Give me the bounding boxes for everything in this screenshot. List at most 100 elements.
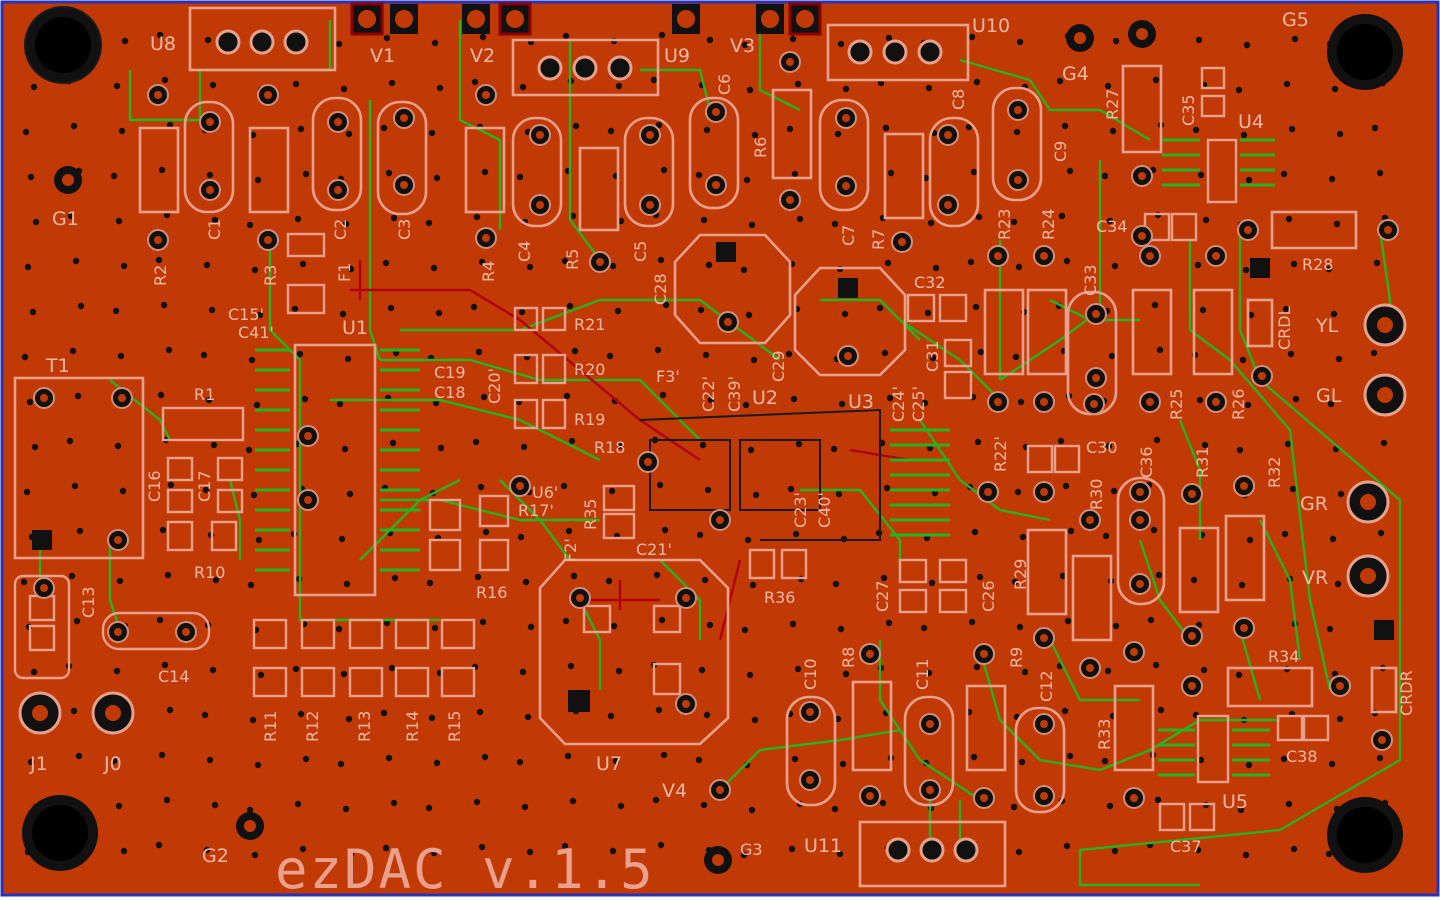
label-f3: F3' <box>656 367 680 386</box>
smd-pads <box>13 66 1330 832</box>
label-r1: R1 <box>194 385 215 404</box>
label-r12: R12 <box>303 711 322 742</box>
label-c10: C10 <box>801 658 820 690</box>
label-j1: J1 <box>29 753 48 775</box>
label-u3: U3 <box>848 391 874 413</box>
label-r30: R30 <box>1087 479 1106 510</box>
label-c16: C16 <box>145 470 164 502</box>
label-t1: T1 <box>45 355 70 377</box>
label-j0: J0 <box>103 753 122 775</box>
label-r14: R14 <box>403 711 422 742</box>
label-gl: GL <box>1316 385 1342 407</box>
label-u2: U2 <box>752 387 778 409</box>
label-c15: C15' <box>228 305 264 324</box>
label-c24: C24' <box>889 386 908 422</box>
label-c40: C40' <box>815 492 834 528</box>
label-r22: R22' <box>991 436 1010 472</box>
label-r36: R36 <box>764 588 795 607</box>
label-v4: V4 <box>662 780 687 802</box>
label-u8: U8 <box>150 33 176 55</box>
square-pads <box>32 242 1394 712</box>
label-r29: R29 <box>1011 559 1030 590</box>
ic-outlines <box>639 408 881 541</box>
connector-u10 <box>826 23 970 82</box>
label-c32: C32 <box>914 273 946 292</box>
label-r6: R6 <box>751 137 770 158</box>
capacitor-bodies <box>183 86 1166 814</box>
label-c18: C18 <box>434 383 466 402</box>
label-c17: C17 <box>195 470 214 502</box>
test-points <box>18 20 1407 874</box>
label-g5: G5 <box>1282 9 1309 31</box>
label-r35: R35 <box>581 499 600 530</box>
label-r7: R7 <box>869 229 888 250</box>
label-c41: C41' <box>238 323 274 342</box>
label-c5: C5 <box>631 241 650 262</box>
octagon-parts <box>538 233 907 746</box>
label-u6: U6' <box>532 483 558 502</box>
label-c23: C23' <box>791 492 810 528</box>
label-c33: C33 <box>1081 264 1100 296</box>
resistor-bodies <box>138 64 1398 772</box>
label-r13: R13 <box>355 711 374 742</box>
label-c9: C9 <box>1051 141 1070 162</box>
label-u9: U9 <box>664 45 690 67</box>
label-c28: C28 <box>651 273 670 305</box>
label-g2: G2 <box>202 845 229 867</box>
label-r25: R25 <box>1167 389 1186 420</box>
label-vr: VR <box>1302 567 1328 589</box>
label-v3: V3 <box>730 35 755 57</box>
label-c27: C27 <box>873 580 892 612</box>
label-r15: R15 <box>445 711 464 742</box>
label-crdl: CRDL <box>1275 306 1294 350</box>
label-r17: R17' <box>518 501 554 520</box>
through-hole-pads <box>33 51 1399 809</box>
label-r26: R26 <box>1229 389 1248 420</box>
label-c26: C26 <box>979 580 998 612</box>
label-r4: R4 <box>479 261 498 282</box>
label-r10: R10 <box>194 563 225 582</box>
label-u10: U10 <box>972 15 1010 37</box>
label-u11: U11 <box>804 835 842 857</box>
connector-u9 <box>511 38 660 97</box>
label-c1: C1 <box>205 219 224 240</box>
label-r5: R5 <box>563 249 582 270</box>
label-c25: C25' <box>909 386 928 422</box>
label-u1: U1 <box>342 317 368 339</box>
label-r24: R24 <box>1039 209 1058 240</box>
label-r2: R2 <box>151 265 170 286</box>
label-u4: U4 <box>1238 111 1264 133</box>
label-r23: R23 <box>995 209 1014 240</box>
label-yl: YL <box>1315 315 1339 337</box>
label-c4: C4 <box>515 241 534 262</box>
ic-u1 <box>293 343 377 597</box>
transformer-t1 <box>13 376 145 560</box>
label-c34: C34 <box>1096 217 1128 236</box>
label-c7: C7 <box>839 225 858 246</box>
label-r20: R20 <box>574 360 605 379</box>
label-r16: R16 <box>476 583 507 602</box>
mounting-holes <box>22 6 1403 873</box>
label-r31: R31 <box>1193 447 1212 478</box>
label-c3: C3 <box>395 219 414 240</box>
label-c6: C6 <box>715 74 734 95</box>
label-r18: R18 <box>594 438 625 457</box>
label-c21: C21' <box>636 540 672 559</box>
label-u7: U7 <box>596 753 622 775</box>
label-f1: F1 <box>335 263 354 282</box>
label-r28: R28 <box>1302 255 1333 274</box>
label-gr: GR <box>1300 493 1328 515</box>
jumper-pads <box>350 2 822 36</box>
label-c12: C12 <box>1037 670 1056 702</box>
label-r9: R9 <box>1007 647 1026 668</box>
label-c11: C11 <box>913 658 932 690</box>
label-c36: C36 <box>1137 446 1156 478</box>
label-c20: C20' <box>485 368 504 404</box>
connector-u11 <box>858 820 1007 888</box>
label-r19: R19 <box>574 410 605 429</box>
label-c19: C19 <box>434 363 466 382</box>
label-f2: F2' <box>561 538 580 562</box>
